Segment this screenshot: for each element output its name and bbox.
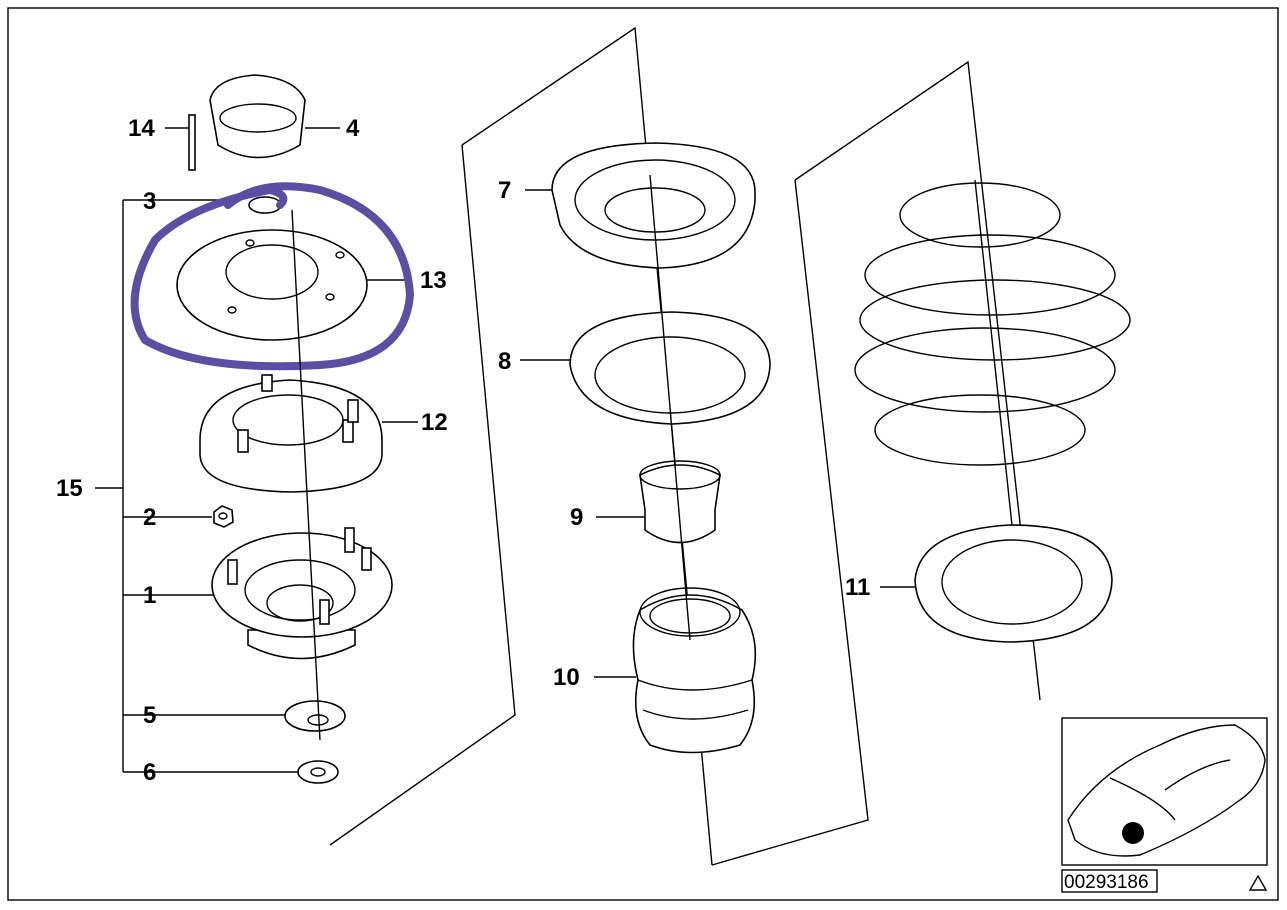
- label-8: 8: [498, 348, 511, 375]
- label-6: 6: [143, 759, 156, 786]
- part-11-coil-spring: [854, 179, 1131, 601]
- axis-line-left: [291, 209, 321, 741]
- part-2-nut: [213, 505, 234, 528]
- label-9: 9: [570, 504, 583, 531]
- label-10: 10: [553, 664, 580, 691]
- axis-line-middle: [649, 174, 691, 641]
- part-12-plate: [199, 374, 418, 493]
- panel-lines: [329, 26, 1041, 866]
- part-7-spring-pad: [525, 142, 756, 269]
- location-marker: [1122, 822, 1144, 844]
- part-labels: 14 4 3 13 12 15 2 1 5 6 7 8 9 10 11: [56, 115, 870, 786]
- label-1: 1: [143, 582, 156, 609]
- label-3: 3: [143, 188, 156, 215]
- label-12: 12: [421, 409, 448, 436]
- label-11: 11: [845, 574, 870, 601]
- part-10-dust-boot: [594, 587, 757, 754]
- part-11-spring-seat: [880, 524, 1113, 643]
- part-9-bump-stop: [596, 460, 721, 544]
- label-7: 7: [498, 177, 511, 204]
- diagram-code: 00293186: [1064, 872, 1149, 893]
- vehicle-locator-thumbnail: 00293186: [1061, 717, 1268, 893]
- part-1-mount: [211, 527, 393, 660]
- assembly-bracket-15: [95, 199, 298, 773]
- hand-drawn-circle-annotation: [130, 182, 415, 371]
- part-5-washer: [284, 700, 346, 732]
- label-4: 4: [346, 115, 360, 142]
- part-14-pin: [165, 114, 196, 171]
- label-13: 13: [420, 267, 447, 294]
- label-14: 14: [128, 115, 155, 142]
- warning-triangle-icon: [1248, 874, 1268, 891]
- part-6-washer: [297, 760, 339, 784]
- label-5: 5: [143, 702, 156, 729]
- frame-border: [7, 7, 1279, 901]
- part-4-cap: [209, 74, 340, 159]
- label-15: 15: [56, 475, 83, 502]
- part-8-spring-pad: [520, 311, 771, 425]
- label-2: 2: [143, 504, 156, 531]
- part-13-disc: [176, 229, 412, 341]
